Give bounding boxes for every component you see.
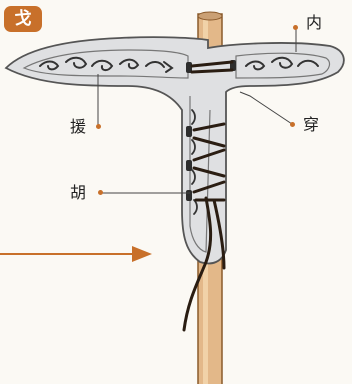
dagger-axe-blade [6, 37, 344, 263]
label-hu: 胡 [70, 184, 86, 202]
label-dot-yuan [96, 124, 101, 129]
label-dot-nei [293, 25, 298, 30]
label-nei: 内 [306, 14, 322, 32]
title-badge: 戈 [4, 6, 42, 32]
label-dot-chuan [290, 122, 295, 127]
label-yuan: 援 [70, 118, 86, 136]
label-chuan: 穿 [303, 116, 319, 134]
label-dot-hu [98, 190, 103, 195]
arrow-right-icon [0, 246, 152, 262]
